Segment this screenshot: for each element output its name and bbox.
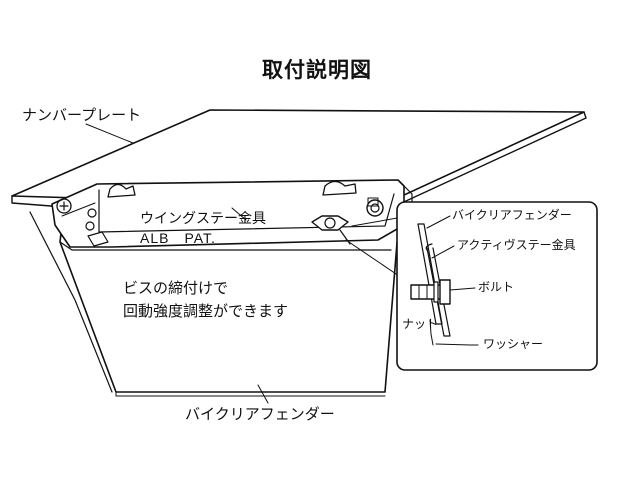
wing-stay-label: ウイングステー金具 (140, 211, 266, 227)
wing-stay-patent-label: ALB PAT. (140, 230, 216, 246)
adjust-note-line2: 回動強度調整ができます (123, 302, 289, 320)
wing-stay-bracket-drawing (51, 179, 413, 248)
detail-bolt-label: ボルト (478, 280, 515, 294)
adjust-note-line1: ビスの締付けで (123, 279, 229, 297)
detail-active-stay-label: アクティヴステー金具 (457, 238, 576, 252)
detail-washer-label: ワッシャー (483, 337, 544, 351)
number-plate-label: ナンバープレート (22, 106, 142, 124)
detail-fender-label: バイクリアフェンダー (452, 208, 572, 222)
detail-inset (396, 201, 598, 371)
page-title: 取付説明図 (262, 58, 372, 82)
bike-fender-label: バイクリアフェンダー (185, 405, 335, 423)
detail-nut-label: ナット (402, 317, 439, 331)
